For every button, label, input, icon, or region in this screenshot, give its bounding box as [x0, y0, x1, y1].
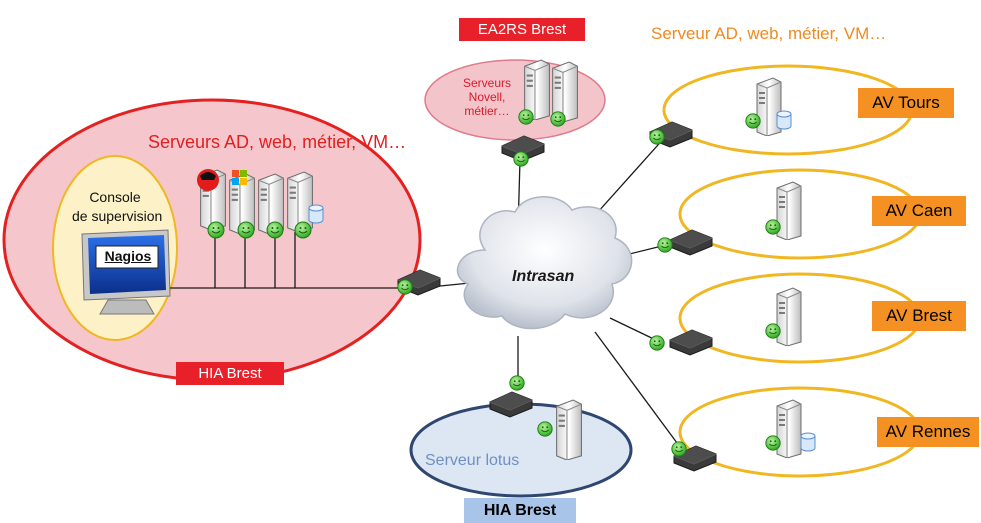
caption-line: métier… — [464, 104, 510, 118]
caption-line: Console — [89, 189, 141, 205]
status-node-icon — [518, 109, 534, 125]
status-node-icon — [207, 221, 225, 239]
status-node-icon — [237, 221, 255, 239]
av-brest-label: AV Brest — [872, 301, 966, 331]
hia-lotus-label: HIA Brest — [464, 498, 576, 523]
hia-servers — [197, 169, 324, 239]
hia-lotus-zone — [409, 375, 633, 498]
ea2rs-zone — [424, 59, 606, 141]
status-node-icon — [294, 221, 312, 239]
cloud-label: Intrasan — [512, 268, 575, 285]
status-node-icon — [266, 221, 284, 239]
ea2rs-servers-caption: Serveurs Novell, métier… — [460, 76, 514, 118]
hia-servers-caption: Serveurs AD, web, métier, VM… — [148, 132, 407, 152]
caption-line: Serveurs — [462, 76, 512, 90]
console-caption: Console de supervision — [72, 188, 163, 226]
av-caen-label: AV Caen — [872, 196, 966, 226]
av-servers-caption: Serveur AD, web, métier, VM… — [651, 24, 887, 43]
status-node-icon — [513, 151, 529, 167]
windows-logo-icon — [232, 170, 247, 185]
av-tours-label: AV Tours — [858, 88, 954, 118]
lotus-server-caption: Serveur lotus — [425, 452, 520, 469]
nagios-monitor — [81, 229, 171, 315]
caption-line: de supervision — [72, 208, 163, 224]
ea2rs-site-label: EA2RS Brest — [459, 18, 585, 41]
status-node-icon — [550, 111, 566, 127]
status-node-icon — [397, 279, 413, 295]
hia-brest-label: HIA Brest — [176, 362, 284, 385]
intrasan-cloud — [456, 196, 633, 330]
caption-line: Novell, — [468, 90, 506, 104]
av-rennes-label: AV Rennes — [877, 417, 979, 447]
nagios-logo: Nagios — [104, 248, 152, 264]
